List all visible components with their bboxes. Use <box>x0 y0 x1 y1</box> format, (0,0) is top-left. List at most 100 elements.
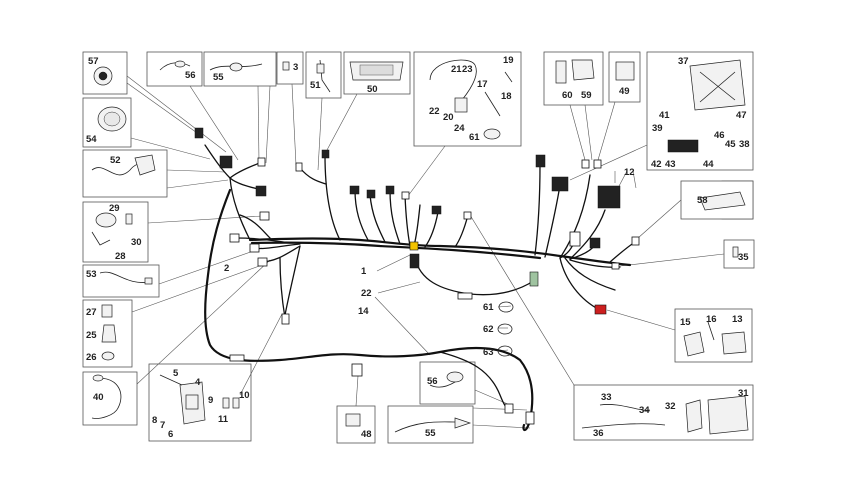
callout-5: 5 <box>173 368 179 379</box>
callout-62: 62 <box>483 324 494 335</box>
callout-14: 14 <box>358 306 369 317</box>
callout-56-bottom: 56 <box>427 376 438 387</box>
callout-15: 15 <box>680 317 691 328</box>
box-35 <box>723 239 755 269</box>
callout-22-top: 22 <box>429 106 440 117</box>
callout-33: 33 <box>601 392 612 403</box>
callout-55-bottom: 55 <box>425 428 436 439</box>
connector-12 <box>597 185 621 209</box>
box-sensor-group <box>413 51 522 147</box>
callout-48: 48 <box>361 429 372 440</box>
callout-12: 12 <box>624 167 635 178</box>
callout-45: 45 <box>725 139 736 150</box>
callout-37: 37 <box>678 56 689 67</box>
callout-11: 11 <box>218 414 229 425</box>
connector-56b <box>504 403 514 414</box>
callout-labels: 57 56 55 3 51 50 21 23 19 17 18 22 20 24… <box>86 55 750 440</box>
connector-35 <box>611 262 620 270</box>
callout-43: 43 <box>665 159 676 170</box>
connector-60 <box>581 159 590 169</box>
callout-24: 24 <box>454 123 465 134</box>
callout-59: 59 <box>581 90 592 101</box>
callout-44: 44 <box>703 159 714 170</box>
callout-32: 32 <box>665 401 676 412</box>
callout-18: 18 <box>501 91 512 102</box>
callout-54: 54 <box>86 134 97 145</box>
callout-47: 47 <box>736 110 747 121</box>
label-tag <box>457 292 473 300</box>
connector-50 <box>321 149 330 159</box>
callout-6: 6 <box>168 429 173 440</box>
yellow-marker <box>409 241 419 251</box>
callout-30: 30 <box>131 237 142 248</box>
box-56-top <box>146 51 203 87</box>
callout-51: 51 <box>310 80 321 91</box>
connector-53 <box>229 233 240 243</box>
callout-13: 13 <box>732 314 743 325</box>
callout-20: 20 <box>443 112 454 123</box>
callout-17: 17 <box>477 79 488 90</box>
connector-52 <box>255 185 267 197</box>
callout-49: 49 <box>619 86 630 97</box>
box-3 <box>276 51 304 85</box>
callout-60: 60 <box>562 90 573 101</box>
callout-21: 21 <box>451 64 462 75</box>
callout-10: 10 <box>239 390 250 401</box>
connector-48 <box>351 363 363 377</box>
connector-40 <box>257 257 268 267</box>
callout-2: 2 <box>224 263 229 274</box>
connector-a <box>349 185 360 195</box>
callout-27: 27 <box>86 307 97 318</box>
callout-9: 9 <box>208 395 213 406</box>
callout-41: 41 <box>659 110 670 121</box>
connector-29 <box>259 211 270 221</box>
callout-36: 36 <box>593 428 604 439</box>
callout-50: 50 <box>367 84 378 95</box>
callout-35: 35 <box>738 252 749 263</box>
component-drawings <box>91 59 749 435</box>
connector-57 <box>194 127 204 139</box>
callout-4: 4 <box>195 377 201 388</box>
callout-23: 23 <box>462 64 473 75</box>
connector-22 <box>409 253 420 269</box>
harness-connectors <box>194 127 640 425</box>
connector-c <box>385 185 395 195</box>
callout-3: 3 <box>293 62 298 73</box>
connector-49 <box>593 159 602 169</box>
connector-ecu <box>551 176 569 192</box>
callout-22: 22 <box>361 288 372 299</box>
leader-lines <box>126 75 725 429</box>
callout-58: 58 <box>697 195 708 206</box>
callout-28: 28 <box>115 251 126 262</box>
callout-1: 1 <box>361 266 367 277</box>
callout-55-top: 55 <box>213 72 224 83</box>
connector-ground <box>463 211 472 220</box>
main-harness <box>204 144 636 432</box>
connector-b <box>366 189 376 199</box>
callout-34: 34 <box>639 405 650 416</box>
connector-55b <box>525 411 535 425</box>
connector-d <box>401 191 410 200</box>
red-connector <box>594 304 607 315</box>
callout-57: 57 <box>88 56 99 67</box>
green-connector <box>529 271 539 287</box>
callout-16: 16 <box>706 314 717 325</box>
callout-61: 61 <box>483 302 494 313</box>
inset-boxes <box>82 51 755 444</box>
callout-61-top: 61 <box>469 132 480 143</box>
connector-55 <box>257 157 266 167</box>
connector-54 <box>219 155 233 169</box>
callout-25: 25 <box>86 330 97 341</box>
callout-46: 46 <box>714 130 725 141</box>
callout-39: 39 <box>652 123 663 134</box>
callout-63: 63 <box>483 347 494 358</box>
callout-31: 31 <box>738 388 749 399</box>
callout-52: 52 <box>110 155 121 166</box>
connector-10 <box>281 313 290 325</box>
connector-3 <box>295 162 303 172</box>
connector-27 <box>249 243 260 253</box>
callout-29: 29 <box>109 203 120 214</box>
connector-g <box>589 237 601 249</box>
callout-40: 40 <box>93 392 104 403</box>
